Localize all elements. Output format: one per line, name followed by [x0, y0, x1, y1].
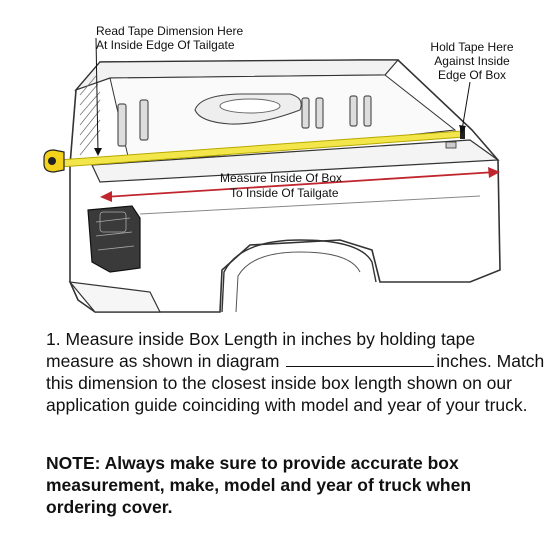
read-tape-callout-line2: At Inside Edge Of Tailgate [96, 38, 235, 52]
measure-label-line1: Measure Inside Of Box [220, 171, 343, 185]
tape-measure-case [43, 149, 65, 173]
measure-label: Measure Inside Of Box To Inside Of Tailg… [220, 171, 390, 201]
tape-hook [460, 128, 465, 139]
tailgate-top [91, 139, 500, 183]
bed-ribs [117, 95, 372, 147]
stake-pocket [445, 141, 457, 149]
hold-tape-callout-line2: Against Inside [434, 54, 510, 68]
hold-tape-leader [461, 81, 471, 131]
truck-bed-illustration [43, 37, 501, 313]
hold-tape-callout-line1: Hold Tape Here [430, 40, 514, 54]
wheel-arch-inner [235, 251, 361, 313]
inches-blank [286, 351, 435, 367]
step-number: 1. [46, 329, 61, 349]
read-tape-callout-line1: Read Tape Dimension Here [96, 24, 244, 38]
wheel-arch [221, 239, 377, 313]
read-tape-callout: Read Tape Dimension Here At Inside Edge … [96, 24, 296, 52]
note-prefix: NOTE: [46, 453, 101, 473]
measure-arrow [100, 167, 500, 202]
read-tape-leader [95, 37, 99, 153]
note-text: Always make sure to provide accurate box… [46, 453, 472, 517]
hold-tape-leader-arrow [459, 125, 466, 134]
instructions-text-before: Measure inside Box Length in inches by h… [46, 329, 476, 371]
measure-label-line2: To Inside Of Tailgate [230, 186, 339, 200]
instructions-paragraph: 1. Measure inside Box Length in inches b… [46, 328, 546, 416]
measure-arrow-left-head [100, 191, 112, 202]
measure-arrow-right-head [488, 167, 500, 178]
tail-light-detail [95, 211, 135, 251]
tail-light [87, 205, 141, 273]
body-crease [139, 195, 481, 215]
instructions-text-after: inches. Match this dimension to the clos… [46, 351, 545, 415]
read-tape-leader-arrow [94, 148, 102, 156]
wheel-well-opening [219, 98, 281, 114]
hold-tape-callout: Hold Tape Here Against Inside Edge Of Bo… [412, 40, 532, 82]
note-paragraph: NOTE: Always make sure to provide accura… [46, 452, 546, 518]
truck-bed-diagram: Read Tape Dimension Here At Inside Edge … [43, 24, 532, 313]
bumper [68, 281, 161, 313]
hold-tape-callout-line3: Edge Of Box [437, 68, 507, 82]
